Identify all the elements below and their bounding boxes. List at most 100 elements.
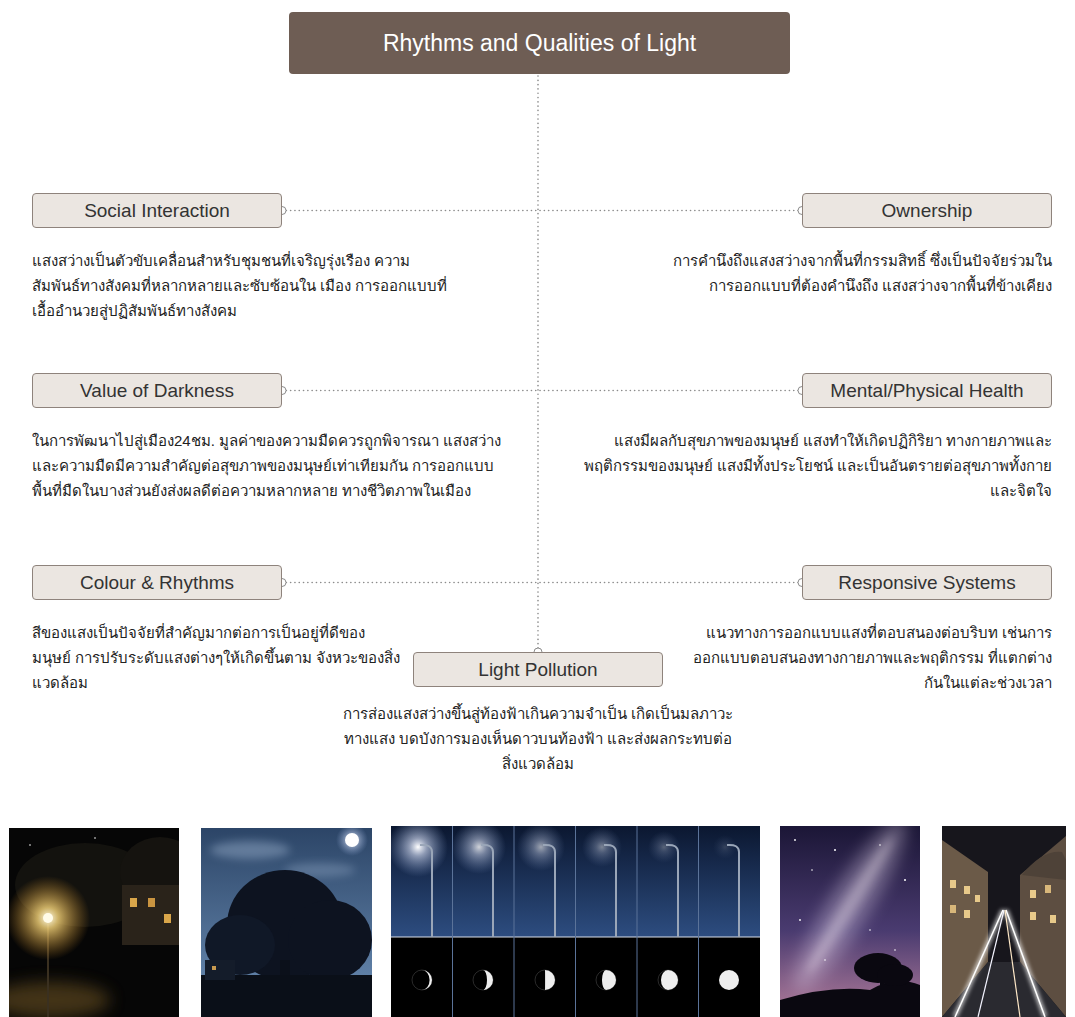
night-park-photo-part bbox=[94, 837, 96, 839]
city-street-photo-part bbox=[964, 910, 970, 918]
dotted-connector bbox=[278, 207, 806, 215]
lamp-moon-sequence-part bbox=[422, 970, 432, 990]
city-street-photo-part bbox=[1022, 852, 1066, 880]
city-street-photo-part bbox=[975, 895, 980, 902]
lamp-moon-sequence-part bbox=[658, 970, 678, 990]
topic-box: Colour & Rhythms bbox=[32, 565, 282, 600]
topic-node: Colour & Rhythms สีของแสงเป็นปัจจัยที่สำค… bbox=[32, 565, 402, 699]
city-street-photo-part bbox=[1030, 890, 1036, 898]
moonlit-tree-photo-part bbox=[201, 828, 372, 1017]
lamp-moon-sequence-part bbox=[713, 835, 737, 859]
lamp-moon-sequence-part bbox=[483, 970, 493, 990]
city-street-photo-part bbox=[978, 910, 1004, 1017]
lamp-moon-sequence-part bbox=[481, 845, 493, 937]
lamp-moon-sequence-part bbox=[602, 970, 616, 990]
moonlit-tree-photo-part bbox=[201, 975, 372, 1017]
title-text: Rhythms and Qualities of Light bbox=[383, 30, 696, 57]
milky-way-photo bbox=[780, 826, 920, 1017]
topic-heading: Mental/Physical Health bbox=[830, 380, 1023, 402]
topic-heading: Responsive Systems bbox=[838, 572, 1015, 594]
milky-way-photo-part bbox=[894, 949, 896, 951]
lamp-moon-sequence-part bbox=[543, 845, 555, 937]
city-street-photo-part-part bbox=[1006, 910, 1045, 1017]
lamp-moon-sequence-part bbox=[391, 826, 448, 877]
topic-box: Mental/Physical Health bbox=[802, 373, 1052, 408]
dotted-connector-line bbox=[282, 390, 802, 392]
topic-box: Ownership bbox=[802, 193, 1052, 228]
city-street-photo-part bbox=[955, 910, 1003, 1017]
topic-heading: Light Pollution bbox=[478, 659, 597, 681]
lamp-moon-sequence-part bbox=[535, 970, 555, 990]
night-park-photo-part bbox=[29, 844, 31, 846]
topic-description: การส่องแสงสว่างขึ้นสู่ท้องฟ้าเกินความจำเ… bbox=[338, 701, 738, 776]
moonlit-tree-photo bbox=[201, 828, 372, 1017]
city-street-photo-part bbox=[950, 880, 956, 888]
night-park-photo-part bbox=[9, 982, 110, 1017]
lamp-moon-sequence-part bbox=[719, 970, 739, 990]
night-park-photo-part bbox=[148, 898, 155, 907]
topic-heading: Colour & Rhythms bbox=[80, 572, 234, 594]
stem-dotted-line bbox=[537, 76, 539, 648]
night-park-photo bbox=[9, 828, 179, 1017]
city-street-photo-part-part bbox=[955, 910, 1003, 1017]
topic-description: สีของแสงเป็นปัจจัยที่สำคัญมากต่อการเป็นอ… bbox=[32, 620, 402, 695]
topic-description: แสงสว่างเป็นตัวขับเคลื่อนสำหรับชุมชนที่เ… bbox=[32, 248, 452, 323]
lamp-moon-sequence-part bbox=[698, 826, 699, 1017]
lamp-moon-sequence-part bbox=[420, 845, 432, 937]
city-street-photo-part bbox=[1006, 910, 1045, 1017]
moonlit-tree-photo-part bbox=[205, 960, 235, 980]
city-street-photo-part bbox=[942, 826, 1066, 1017]
city-street-photo-part bbox=[964, 886, 970, 894]
lamp-moon-sequence-part bbox=[637, 826, 638, 1017]
lamp-moon-sequence-part bbox=[412, 970, 432, 990]
lamp-moon-sequence-part bbox=[452, 826, 506, 874]
moonlit-tree-photo-part bbox=[288, 900, 372, 980]
moonlit-tree-photo-part bbox=[345, 833, 359, 847]
moonlit-tree-photo-part bbox=[212, 966, 216, 970]
city-street-photo-part bbox=[1045, 885, 1051, 893]
milky-way-photo-part bbox=[794, 839, 796, 841]
lamp-moon-sequence-part bbox=[727, 845, 739, 937]
city-street-photo-part bbox=[1050, 915, 1056, 923]
topic-node: Light Pollution การส่องแสงสว่างขึ้นสู่ท้อ… bbox=[338, 652, 738, 780]
milky-way-photo-part bbox=[834, 849, 836, 851]
topic-node: Responsive Systemsแนวทางการออกแบบแสงที่ต… bbox=[682, 565, 1052, 699]
night-park-photo-part bbox=[9, 876, 90, 960]
moonlit-tree-photo-part bbox=[205, 915, 275, 975]
topic-box: Social Interaction bbox=[32, 193, 282, 228]
topic-heading: Social Interaction bbox=[84, 200, 230, 222]
milky-way-photo-part bbox=[869, 929, 871, 931]
topic-node: Value of Darkness ในการพัฒนาไปสู่เมือง24ช… bbox=[32, 373, 512, 507]
lamp-moon-sequence-part bbox=[604, 845, 616, 937]
topic-heading: Value of Darkness bbox=[80, 380, 234, 402]
moonlit-tree-photo-part bbox=[210, 841, 290, 859]
topic-node: Mental/Physical Healthแสงมีผลกับสุขภาพขอ… bbox=[582, 373, 1052, 507]
dotted-connector-line bbox=[282, 582, 802, 584]
title-box: Rhythms and Qualities of Light bbox=[289, 12, 790, 74]
dotted-connector bbox=[278, 579, 806, 587]
night-park-photo-part bbox=[130, 898, 137, 907]
city-street-photo-part bbox=[950, 905, 956, 913]
moonlit-tree-photo-part bbox=[336, 828, 368, 856]
topic-node: Ownershipการคำนึงถึงแสงสว่างจากพื้นที่กร… bbox=[652, 193, 1052, 302]
topic-description: ในการพัฒนาไปสู่เมือง24ชม. มูลค่าของความม… bbox=[32, 428, 512, 503]
dotted-connector bbox=[278, 387, 806, 395]
topic-box: Responsive Systems bbox=[802, 565, 1052, 600]
lamp-moon-sequence-part bbox=[596, 970, 616, 990]
city-street-photo-part bbox=[1005, 910, 1020, 1017]
milky-way-photo-part bbox=[904, 879, 906, 881]
milky-way-photo-part bbox=[780, 981, 920, 1017]
city-street-photo-part bbox=[1030, 912, 1036, 920]
milky-way-photo-part bbox=[780, 826, 920, 1000]
city-street-photo bbox=[942, 826, 1066, 1017]
lamp-moon-sequence-part bbox=[666, 845, 678, 937]
lamp-moon-sequence-part bbox=[661, 970, 678, 990]
lamp-moon-sequence bbox=[391, 826, 760, 1017]
lamp-moon-sequence-part bbox=[545, 970, 555, 990]
topic-box: Value of Darkness bbox=[32, 373, 282, 408]
lamp-moon-sequence-part bbox=[517, 826, 565, 871]
night-park-photo-part bbox=[122, 885, 179, 945]
